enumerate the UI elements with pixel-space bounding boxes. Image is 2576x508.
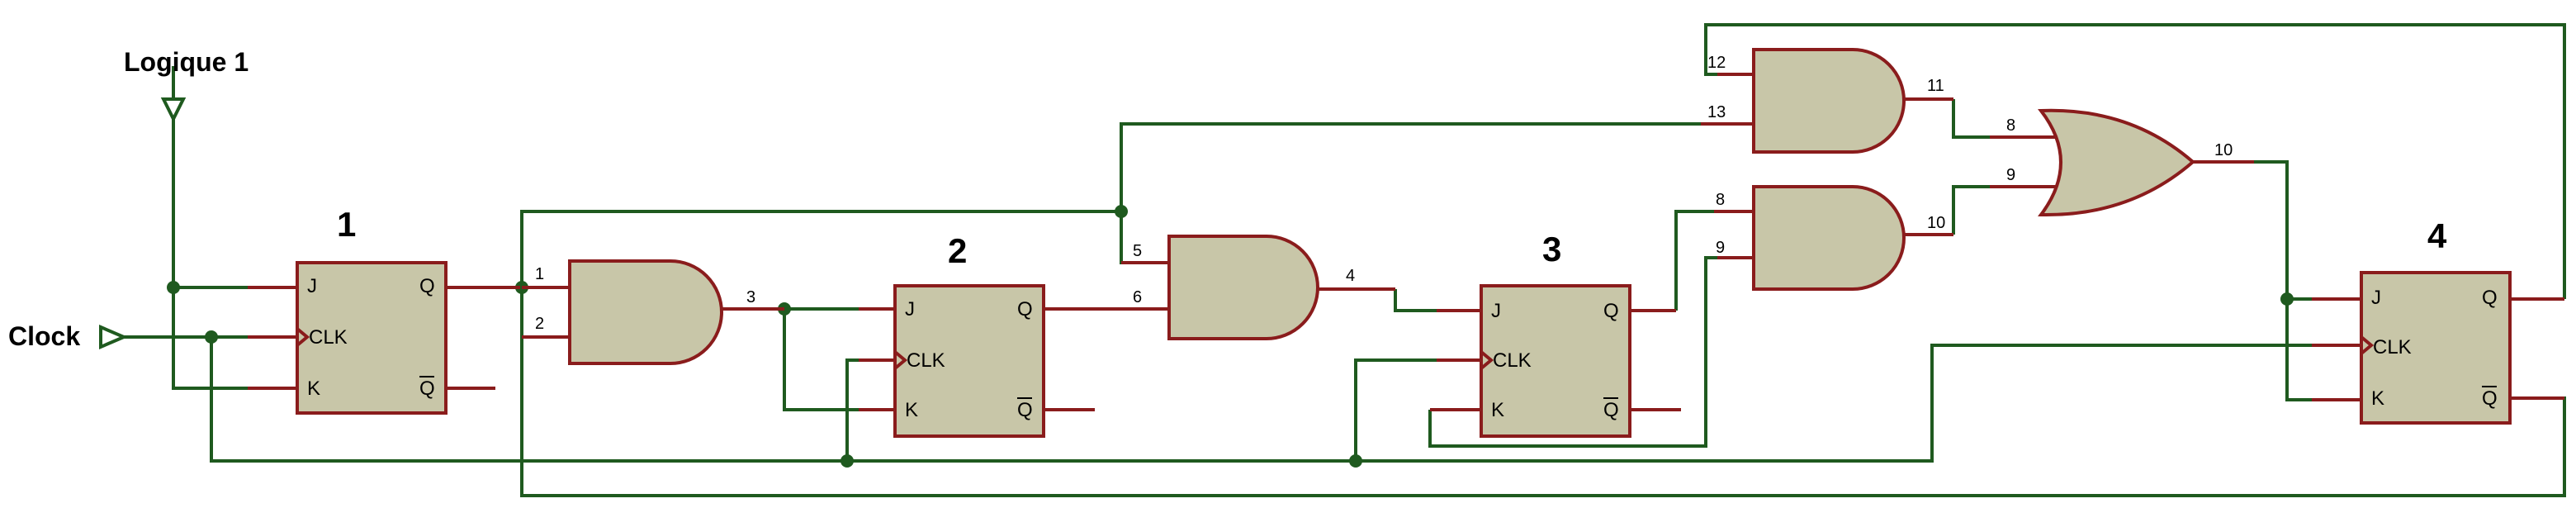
and1-body (568, 259, 723, 365)
and4-pin-in2: 9 (1716, 239, 1725, 257)
ff2-clk-label: CLK (907, 349, 945, 372)
ff4-k-label: K (2371, 387, 2384, 410)
clock-arrow (99, 324, 129, 350)
ff2-q-label: Q (1017, 298, 1033, 320)
ff3-clk-triangle (1480, 350, 1494, 370)
and4-body (1752, 185, 1906, 291)
ff3-qbar-label: Q (1603, 399, 1619, 421)
flipflop-1: J CLK K Q Q 1 (248, 205, 520, 415)
or-gate: 8 9 10 (1990, 108, 2254, 217)
logic-high-terminal: Logique 1 (124, 47, 249, 123)
and-gate-3: 12 13 11 (1701, 48, 1953, 154)
ff1-q-label: Q (419, 275, 435, 297)
wire-q4-loop (1704, 23, 2566, 299)
or-leads (1990, 135, 2254, 188)
and3-pin-in1: 12 (1707, 54, 1726, 72)
and2-pin-in2: 6 (1133, 288, 1142, 306)
and-gate-4: 8 9 10 (1714, 185, 1953, 291)
ff4-clk-label: CLK (2373, 336, 2412, 358)
ff3-k-label: K (1491, 399, 1504, 421)
wire-clock-bus (210, 337, 2312, 463)
and4-leads (1714, 210, 1953, 259)
ff4-body (2360, 271, 2512, 425)
and2-pin-out: 4 (1346, 267, 1355, 285)
and3-leads (1701, 73, 1953, 126)
ff3-clk-label: CLK (1493, 349, 1532, 372)
and1-leads (522, 286, 784, 339)
junction-dot (1115, 205, 1128, 218)
and-gate-2: 5 6 4 (1095, 235, 1395, 340)
wire-and3-out (1952, 99, 1990, 139)
ff3-j-label: J (1491, 300, 1501, 322)
wire-and2-out (1394, 289, 1437, 312)
and-gate-1: 1 2 3 (522, 259, 784, 365)
ff2-number: 2 (948, 231, 967, 270)
or-pin-out: 10 (2214, 141, 2233, 159)
wire-or-out (2254, 160, 2312, 401)
flipflop-3: J CLK K Q Q 3 (1430, 230, 1681, 438)
or-pin-in1: 8 (2006, 116, 2015, 135)
ff3-q-label: Q (1603, 300, 1619, 322)
and3-pin-out: 11 (1927, 77, 1944, 95)
ff1-number: 1 (337, 205, 356, 244)
ff4-q-label: Q (2482, 287, 2498, 309)
ff2-j-label: J (905, 298, 915, 320)
ff4-qbar-label: Q (2482, 387, 2498, 410)
clock-label: Clock (8, 321, 80, 351)
ff2-body (893, 284, 1045, 438)
wire-q3 (1674, 210, 1714, 311)
ff4-number: 4 (2427, 216, 2447, 255)
clock-terminal: Clock (8, 321, 129, 351)
ff2-qbar-label: Q (1017, 399, 1033, 421)
ff4-leads (2312, 297, 2564, 401)
ff1-j-label: J (307, 275, 317, 297)
and4-pin-in1: 8 (1716, 191, 1725, 209)
and4-pin-out: 10 (1927, 214, 1945, 232)
and1-pin-in2: 2 (535, 315, 544, 333)
and1-pin-out: 3 (746, 288, 755, 306)
junction-dot (2280, 292, 2294, 306)
wire-logic-high (172, 66, 248, 390)
ff1-body (296, 261, 447, 415)
or-body (2038, 108, 2196, 217)
ff1-qbar-label: Q (419, 377, 435, 400)
ff2-k-label: K (905, 399, 918, 421)
wire-k3 (1428, 256, 1717, 448)
wire-and1-to-k2 (783, 309, 859, 411)
wire-q1-to-and3 (1120, 122, 1701, 211)
wire-and4-out (1952, 185, 1990, 235)
and3-body (1752, 48, 1906, 154)
ff1-leads (248, 286, 520, 390)
and3-pin-in2: 13 (1707, 103, 1726, 121)
ff2-clk-triangle (893, 350, 908, 370)
and2-body (1167, 235, 1319, 340)
junction-dot (1349, 454, 1362, 468)
and1-pin-in1: 1 (535, 265, 544, 283)
logic-high-arrow (160, 97, 187, 123)
logic-high-label: Logique 1 (124, 47, 249, 77)
ff1-clk-label: CLK (309, 326, 348, 349)
junction-dot (841, 454, 854, 468)
ff3-body (1480, 284, 1631, 438)
wire-clock-ff2 (845, 358, 859, 461)
junction-dot (167, 281, 180, 294)
wires (124, 23, 2566, 497)
ff1-k-label: K (307, 377, 320, 400)
ff3-number: 3 (1542, 230, 1561, 268)
ff2-leads (859, 307, 1095, 411)
flipflop-4: J CLK K Q Q 4 (2312, 216, 2564, 425)
wire-clock-ff3 (1354, 358, 1437, 461)
junction-dot (205, 330, 218, 344)
and2-pin-in1: 5 (1133, 242, 1142, 260)
flipflop-2: J CLK K Q Q 2 (859, 231, 1095, 438)
ff4-clk-triangle (2360, 335, 2375, 355)
or-pin-in2: 9 (2006, 166, 2015, 184)
ff1-clk-triangle (296, 327, 310, 347)
and2-leads (1095, 261, 1395, 311)
ff3-leads (1430, 309, 1681, 411)
ff4-j-label: J (2371, 287, 2381, 309)
